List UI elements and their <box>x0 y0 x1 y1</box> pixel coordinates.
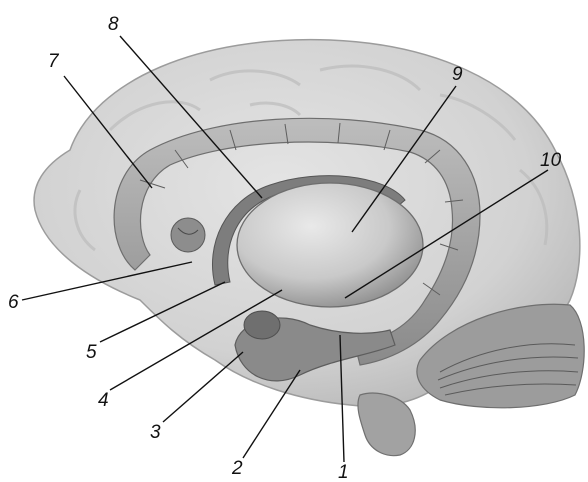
callout-10: 10 <box>540 150 562 171</box>
callout-5: 5 <box>86 342 97 363</box>
callout-2: 2 <box>231 458 243 479</box>
callout-3: 3 <box>150 422 161 443</box>
callout-9: 9 <box>452 64 463 85</box>
leader-line-3 <box>163 352 243 422</box>
thalamus <box>237 183 423 307</box>
callout-7: 7 <box>48 51 60 72</box>
brainstem <box>358 393 415 455</box>
callout-6: 6 <box>8 292 19 313</box>
septal-area <box>171 218 205 252</box>
callout-8: 8 <box>108 14 119 35</box>
mammillary-body <box>244 311 280 339</box>
callout-4: 4 <box>98 390 109 411</box>
callout-1: 1 <box>338 462 349 482</box>
